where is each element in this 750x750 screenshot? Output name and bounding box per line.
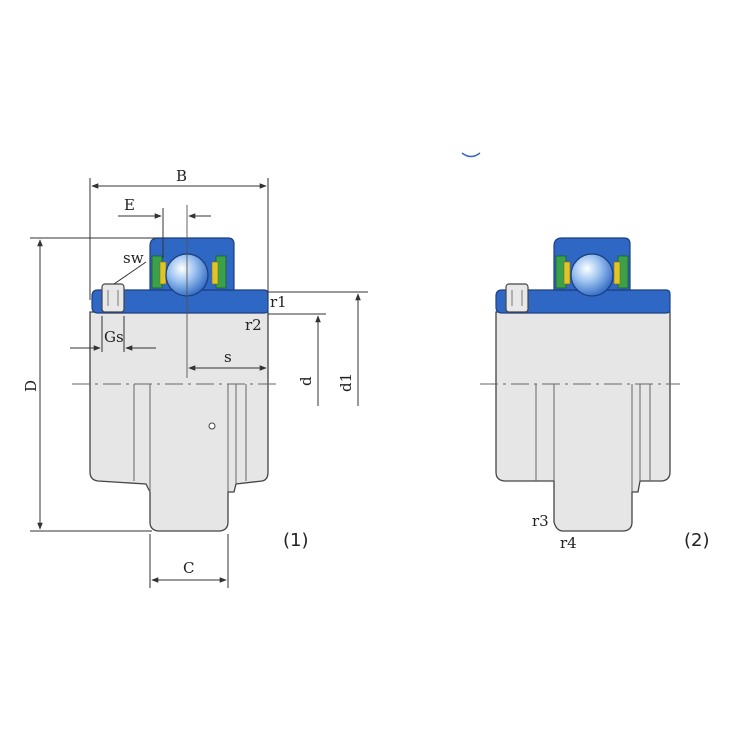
label-d1: d1 <box>337 373 355 392</box>
label-D: D <box>22 380 40 392</box>
label-r1: r1 <box>270 293 287 311</box>
label-B: B <box>176 167 187 185</box>
top-mark-icon <box>461 152 481 158</box>
label-E: E <box>124 196 135 214</box>
fig2-set-screw <box>505 283 529 313</box>
label-C: C <box>183 559 194 577</box>
fig1-set-screw <box>101 283 125 313</box>
sw-leader <box>113 261 147 285</box>
label-r2: r2 <box>245 316 262 334</box>
label-r4: r4 <box>560 534 577 552</box>
figure-2: r3 r4 (2) <box>480 237 710 552</box>
fig2-seal-yellow-left <box>563 261 571 285</box>
label-Gs: Gs <box>104 328 124 346</box>
fig1-lube-hole <box>208 422 216 430</box>
fig2-seal-yellow-right <box>613 261 621 285</box>
fig2-housing-flange <box>495 289 671 314</box>
fig1-seal-yellow-left <box>159 261 167 285</box>
fig1-seal-yellow-right <box>211 261 219 285</box>
label-sw: sw <box>123 249 144 267</box>
figure-1: B E sw D r1 r2 d d1 Gs s <box>22 167 368 588</box>
label-s: s <box>224 348 232 366</box>
figure2-caption: (2) <box>684 530 710 551</box>
label-r3: r3 <box>532 512 549 530</box>
label-d: d <box>297 376 315 386</box>
figure1-caption: (1) <box>283 530 309 551</box>
fig2-inner-ring <box>495 311 671 532</box>
fig2-ball <box>570 253 614 297</box>
